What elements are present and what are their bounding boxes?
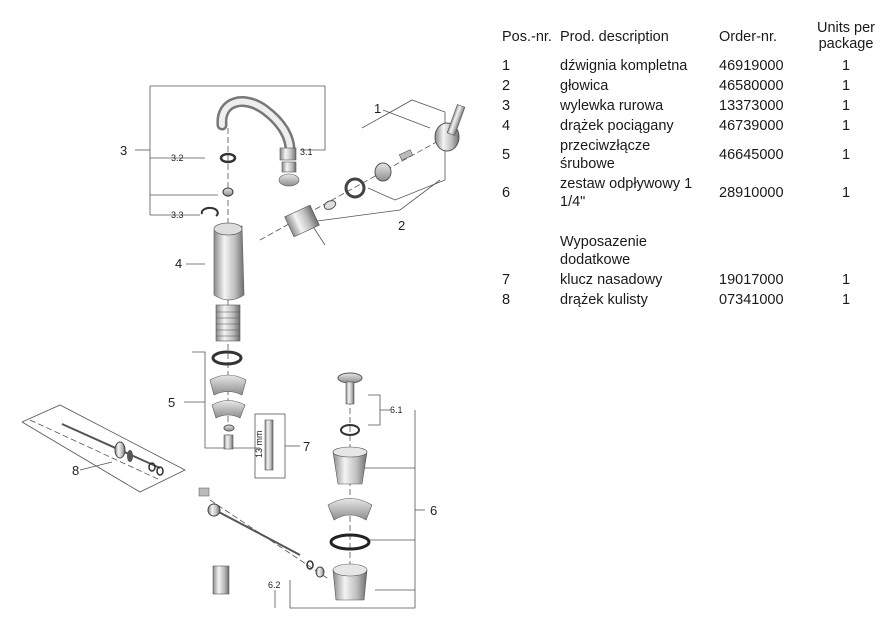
exploded-view-drawing: 3 3.2 3.3 3.1 1 2 4 5 6.1 7 13 mm 8 6 6.… — [21, 85, 466, 609]
row-3-units: 1 — [841, 98, 851, 114]
spout-part — [216, 96, 300, 187]
row-2-desc: głowica — [560, 78, 609, 94]
row-5-order: 46645000 — [719, 147, 784, 163]
row-2-pos: 2 — [502, 78, 511, 94]
row-5-desc: przeciwzłącze śrubowe — [560, 138, 651, 172]
header-pos: Pos.-nr. — [502, 29, 552, 45]
row-8-units: 1 — [841, 292, 851, 308]
row-3-order: 13373000 — [719, 98, 784, 114]
faucet-body-part — [213, 222, 245, 342]
row-7-order: 19017000 — [719, 272, 784, 288]
row-7-pos: 7 — [502, 272, 511, 288]
callout-3: 3 — [120, 143, 127, 158]
accessories-heading: Wyposazenie dodatkowe — [560, 234, 647, 268]
callout-13mm: 13 mm — [254, 430, 264, 458]
callout-7: 7 — [303, 439, 310, 454]
cartridge-part — [284, 162, 392, 238]
callout-3-3: 3.3 — [171, 210, 184, 220]
row-4-order: 46739000 — [719, 118, 784, 134]
callout-6: 6 — [430, 503, 437, 518]
row-6-pos: 6 — [502, 185, 511, 201]
waste-set-part — [198, 372, 373, 601]
callout-6-2: 6.2 — [268, 580, 281, 590]
row-1-order: 46919000 — [719, 58, 784, 74]
row-1-pos: 1 — [502, 58, 511, 74]
row-3-desc: wylewka rurowa — [560, 98, 664, 114]
row-1-desc: dźwignia kompletna — [560, 58, 688, 74]
row-4-pos: 4 — [502, 118, 511, 134]
header-order: Order-nr. — [719, 29, 778, 45]
row-1-units: 1 — [841, 58, 851, 74]
callout-5: 5 — [168, 395, 175, 410]
callout-3-1: 3.1 — [300, 147, 313, 157]
row-2-order: 46580000 — [719, 78, 784, 94]
row-6-desc: zestaw odpływowy 1 1/4" — [560, 176, 693, 210]
row-6-units: 1 — [841, 185, 851, 201]
row-6-order: 28910000 — [719, 185, 784, 201]
row-8-order: 07341000 — [719, 292, 784, 308]
row-5-units: 1 — [841, 147, 851, 163]
row-7-units: 1 — [841, 272, 851, 288]
row-4-units: 1 — [841, 118, 851, 134]
row-3-pos: 3 — [502, 98, 511, 114]
header-units: Units per package — [816, 20, 876, 52]
callout-1: 1 — [374, 101, 381, 116]
screw-connector-parts — [209, 350, 247, 450]
callout-2: 2 — [398, 218, 405, 233]
row-5-pos: 5 — [502, 147, 511, 163]
callout-6-1: 6.1 — [390, 405, 403, 415]
row-4-desc: drążek pociągany — [560, 118, 674, 134]
ball-rod-part — [61, 423, 164, 476]
header-description: Prod. description — [560, 29, 669, 45]
callout-3-2: 3.2 — [171, 153, 184, 163]
row-8-pos: 8 — [502, 292, 511, 308]
row-7-desc: klucz nasadowy — [560, 272, 663, 288]
callout-4: 4 — [175, 256, 182, 271]
row-2-units: 1 — [841, 78, 851, 94]
lever-part — [398, 104, 466, 161]
row-8-desc: drążek kulisty — [560, 292, 648, 308]
callout-8: 8 — [72, 463, 79, 478]
